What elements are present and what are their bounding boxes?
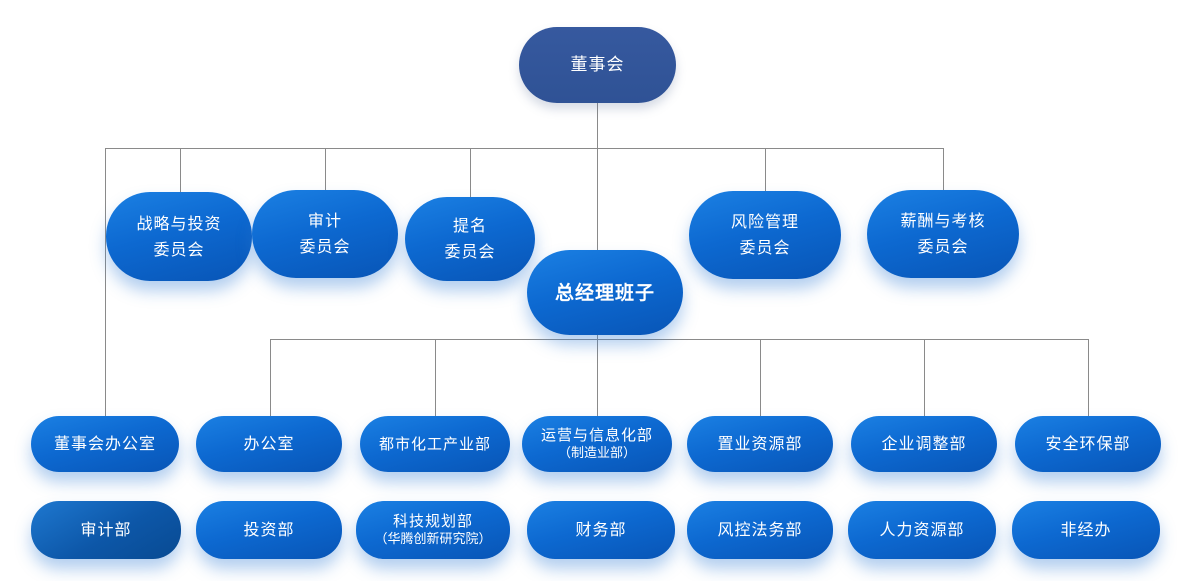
org-node-dept-realestate-resources: 置业资源部 [687,416,833,472]
dept-label: 运营与信息化部 [540,426,653,444]
connector-board-down [597,103,598,148]
committee-label-line1: 审计 [307,211,342,230]
org-node-committee-nomination: 提名 委员会 [405,197,535,281]
connector-drop-board-office [105,148,106,416]
dept-label: 董事会办公室 [53,434,156,453]
dept-label: 投资部 [243,520,295,539]
org-node-committee-strategy-investment: 战略与投资 委员会 [106,192,252,281]
committee-label-line2: 委员会 [444,242,496,261]
org-node-dept-safety-environment: 安全环保部 [1015,416,1161,472]
committee-label-line2: 委员会 [299,237,351,256]
org-node-dept-tech-planning: 科技规划部 （华腾创新研究院） [356,501,510,559]
org-node-dept-general-office: 办公室 [196,416,342,472]
committee-label-line1: 薪酬与考核 [900,211,986,230]
connector-drop-gm-team [597,148,598,252]
org-node-committee-risk-management: 风险管理 委员会 [689,191,841,279]
connector-drop-safety-environment [1088,339,1089,416]
dept-label: 非经办 [1060,520,1112,539]
board-label: 董事会 [570,55,625,75]
org-node-gm-team: 总经理班子 [527,250,683,335]
dept-label: 安全环保部 [1045,434,1131,453]
dept-label: 风控法务部 [717,520,803,539]
dept-label: 办公室 [243,434,295,453]
connector-gm-down [597,333,598,416]
org-node-dept-investment: 投资部 [196,501,342,559]
dept-sublabel: （制造业部） [557,446,636,461]
connector-drop-realestate [760,339,761,416]
org-node-committee-audit: 审计 委员会 [252,190,398,278]
org-node-dept-enterprise-adjustment: 企业调整部 [851,416,997,472]
dept-sublabel: （华腾创新研究院） [374,532,492,547]
dept-label: 科技规划部 [392,512,473,530]
committee-label-line2: 委员会 [739,238,791,257]
org-node-dept-finance: 财务部 [527,501,675,559]
dept-label: 置业资源部 [717,434,803,453]
org-node-dept-urban-chemical: 都市化工产业部 [360,416,510,472]
connector-drop-enterprise-adjustment [924,339,925,416]
dept-label: 企业调整部 [881,434,967,453]
dept-label: 审计部 [80,520,132,539]
org-node-dept-audit: 审计部 [31,501,181,559]
committee-label-line1: 风险管理 [730,212,799,231]
connector-drop-general-office [270,339,271,416]
org-node-dept-risk-legal: 风控法务部 [687,501,833,559]
connector-drop-risk-committee [765,148,766,192]
committee-label-line1: 战略与投资 [136,213,222,233]
org-node-board: 董事会 [519,27,676,103]
dept-label: 人力资源部 [879,520,965,539]
connector-drop-compensation-committee [943,148,944,192]
connector-drop-strategy-committee [180,148,181,194]
committee-label-line2: 委员会 [153,239,205,259]
dept-label: 都市化工产业部 [378,435,491,453]
org-node-dept-hr: 人力资源部 [848,501,996,559]
committee-label-line2: 委员会 [917,237,969,256]
dept-label: 财务部 [575,520,627,539]
connector-level2-horizontal [270,339,1088,340]
org-node-dept-non-operating: 非经办 [1012,501,1160,559]
committee-label-line1: 提名 [452,216,487,235]
connector-level1-horizontal [105,148,943,149]
gm-team-label: 总经理班子 [554,281,655,304]
org-node-dept-operations-informatization: 运营与信息化部 （制造业部） [522,416,672,472]
connector-drop-urban-chemical [435,339,436,416]
connector-drop-audit-committee [325,148,326,192]
org-node-committee-compensation-assessment: 薪酬与考核 委员会 [867,190,1019,278]
org-node-dept-board-office: 董事会办公室 [31,416,179,472]
connector-drop-nomination-committee [470,148,471,198]
